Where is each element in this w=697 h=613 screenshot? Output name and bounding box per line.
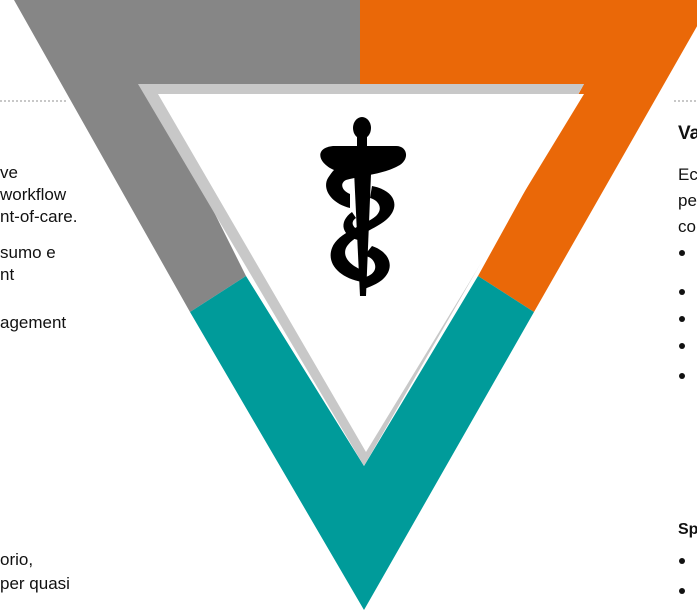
right-text-column: Va Ec pe co Sp [666, 0, 697, 613]
bullet-dot [679, 343, 685, 349]
orange-segment [360, 0, 697, 312]
bullet-dot [679, 588, 685, 594]
left-text-line: orio, [0, 550, 34, 569]
right-text-line: Ec [678, 165, 697, 184]
teal-segment [190, 276, 534, 610]
left-text-line: sumo e [0, 243, 56, 262]
left-text-line: per quasi [0, 574, 70, 593]
left-dotted-divider [0, 100, 66, 102]
right-dotted-divider [674, 100, 697, 102]
gray-segment [14, 0, 360, 312]
right-subheading: Sp [678, 521, 697, 538]
bullet-dot [679, 250, 685, 256]
right-text-line: pe [678, 191, 697, 210]
rod-of-asclepius-icon [320, 117, 407, 296]
left-text-line: agement [0, 313, 67, 332]
left-text-column: ve workflow nt-of-care. sumo e nt agemen… [0, 0, 260, 613]
right-heading: Va [678, 123, 697, 144]
left-text-line: nt [0, 265, 15, 284]
right-text-line: co [678, 217, 696, 236]
left-text-line: workflow [0, 185, 67, 204]
left-text-line: ve [0, 163, 18, 182]
bullet-dot [679, 373, 685, 379]
bullet-dot [679, 289, 685, 295]
bullet-dot [679, 558, 685, 564]
left-text-line: nt-of-care. [0, 207, 78, 226]
bullet-dot [679, 316, 685, 322]
inner-triangle [158, 94, 584, 452]
